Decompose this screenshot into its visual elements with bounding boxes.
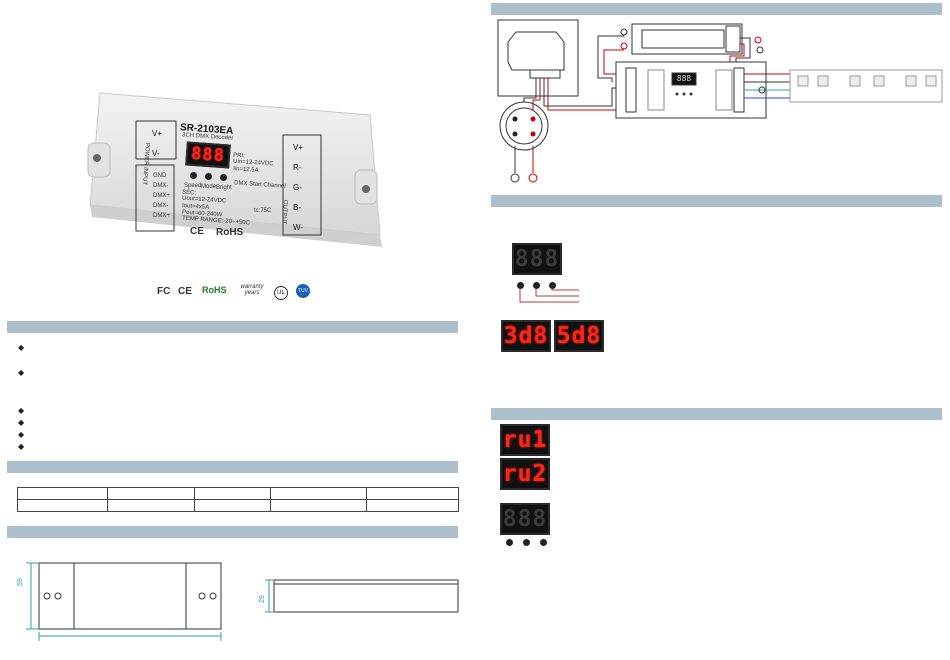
vminus-label: V- xyxy=(152,149,160,158)
setup-button-leads xyxy=(519,289,579,303)
dmx-terminal-3: DMX+ xyxy=(153,193,170,199)
table-cell xyxy=(107,499,195,512)
dmx-terminal-2: DMX- xyxy=(153,183,169,189)
table-cell xyxy=(194,487,271,500)
bullet-4: ◆ xyxy=(18,418,25,427)
rohs-mark: RoHS xyxy=(216,227,244,238)
table-row xyxy=(17,499,459,512)
wiring-diagram xyxy=(497,19,943,183)
mode-display-3: 888 xyxy=(500,503,550,535)
bright-button-label: Bright xyxy=(216,185,232,191)
mode-button-2 xyxy=(523,539,530,546)
table-row xyxy=(17,487,459,500)
setup-button-2 xyxy=(533,282,540,289)
table-cell xyxy=(270,499,367,512)
table-cell xyxy=(366,487,459,500)
speed-button-dot xyxy=(190,172,197,179)
wiring-panel-digits: 888 xyxy=(676,74,692,83)
mode-button-3 xyxy=(540,539,547,546)
dmx-terminal-1: GND xyxy=(153,173,167,179)
setup-button-1 xyxy=(517,282,524,289)
setup-button-3 xyxy=(549,282,556,289)
table-cell xyxy=(17,499,108,512)
mode-display-1: ru1 xyxy=(500,424,550,456)
ce-logo: CE xyxy=(178,286,192,297)
section-bar-dmx-setup xyxy=(491,195,942,207)
product-display: 888 xyxy=(185,141,231,169)
bullet-5: ◆ xyxy=(18,430,25,439)
output-terminal-4: B- xyxy=(293,203,301,212)
output-terminal-1: V+ xyxy=(293,143,304,152)
product-photo xyxy=(87,92,382,247)
table-cell xyxy=(270,487,367,500)
output-terminal-3: G- xyxy=(293,183,302,192)
setup-display-2b: 5d8 xyxy=(554,320,604,352)
section-bar-wiring xyxy=(491,3,942,15)
table-cell xyxy=(194,499,271,512)
setup-display-2a: 3d8 xyxy=(501,320,551,352)
table-cell xyxy=(17,487,108,500)
dimension-drawing-side xyxy=(265,579,459,613)
section-bar-specs xyxy=(7,461,458,473)
dimension-drawing-top xyxy=(26,562,222,641)
temp-mark: tc:75C xyxy=(254,208,272,214)
spec-table xyxy=(17,487,459,512)
output-terminal-2: R- xyxy=(293,163,302,172)
bullet-6: ◆ xyxy=(18,442,25,451)
warranty-logo: warranty years xyxy=(240,284,264,296)
ul-logo: UL xyxy=(274,286,288,300)
mode-display-2: ru2 xyxy=(500,458,550,490)
mode-button-label: Mode xyxy=(201,184,217,190)
table-cell xyxy=(107,487,195,500)
section-bar-features xyxy=(7,321,458,333)
fcc-logo: FC xyxy=(157,286,171,297)
mode-button-1 xyxy=(506,539,513,546)
bullet-2: ◆ xyxy=(18,368,25,377)
bright-button-dot xyxy=(220,174,227,181)
dimension-width-label: 59 xyxy=(17,578,24,586)
vplus-label: V+ xyxy=(152,129,163,138)
bullet-1: ◆ xyxy=(18,343,25,352)
table-cell xyxy=(366,499,459,512)
mode-button-dot xyxy=(205,173,212,180)
dmx-terminal-5: DMX+ xyxy=(153,213,170,219)
setup-display-1: 888 xyxy=(512,243,562,275)
tuv-logo: TUV xyxy=(296,284,310,298)
dimension-height-label: 29 xyxy=(259,595,266,603)
ce-mark: CE xyxy=(190,226,204,237)
dmx-terminal-4: DMX- xyxy=(153,203,169,209)
section-bar-dimensions xyxy=(7,526,458,538)
rohs-logo: RoHS xyxy=(202,285,227,295)
speed-button-label: Speed xyxy=(184,183,202,189)
bullet-3: ◆ xyxy=(18,406,25,415)
output-terminal-5: W- xyxy=(293,223,304,232)
section-bar-modes xyxy=(491,408,942,420)
